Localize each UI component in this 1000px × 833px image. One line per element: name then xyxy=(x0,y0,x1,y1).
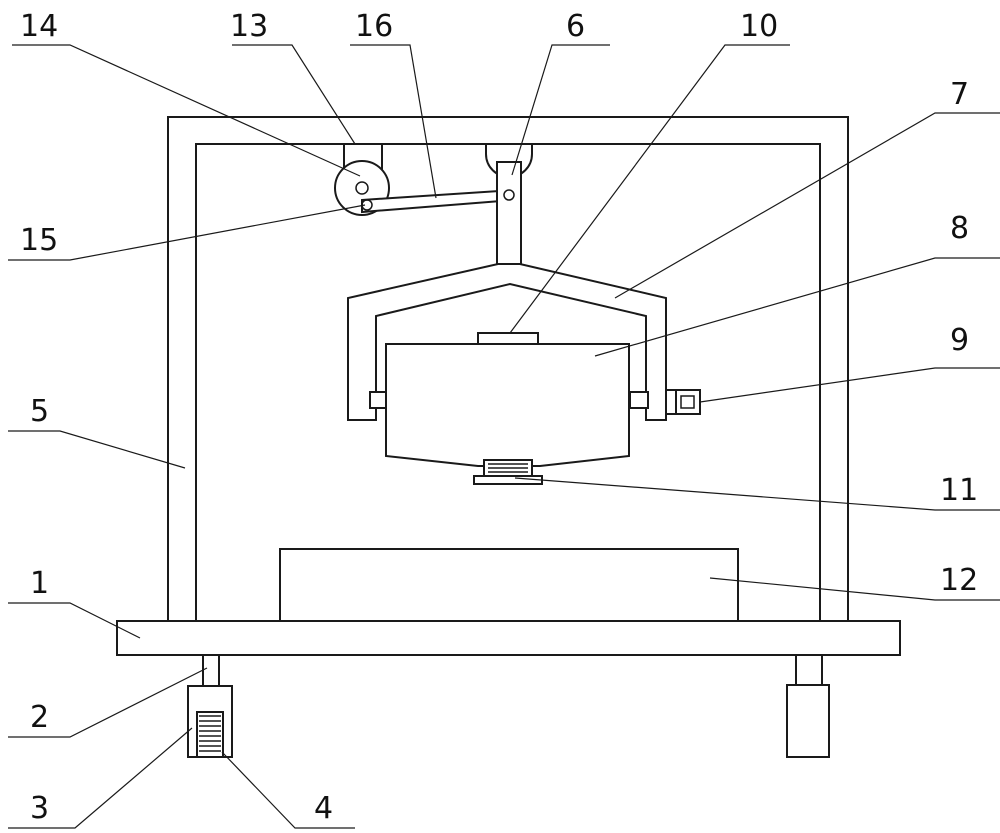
leader-3 xyxy=(8,727,193,829)
mixing-drum xyxy=(385,343,630,467)
label-6: 6 xyxy=(566,9,585,44)
wheel-axle xyxy=(355,181,369,195)
label-2: 2 xyxy=(30,700,49,735)
leader-7 xyxy=(614,112,1000,299)
label-9: 9 xyxy=(950,323,969,358)
label-1: 1 xyxy=(30,566,49,601)
leader-15 xyxy=(8,204,366,261)
label-3: 3 xyxy=(30,791,49,826)
label-12: 12 xyxy=(940,563,978,598)
label-16: 16 xyxy=(355,9,393,44)
label-4: 4 xyxy=(314,791,333,826)
leader-11 xyxy=(514,477,1000,511)
support-rod-right xyxy=(795,654,823,686)
leader-12 xyxy=(709,577,1000,601)
spring-housing xyxy=(196,711,224,758)
leader-1 xyxy=(8,602,141,639)
side-motor xyxy=(675,389,701,415)
label-8: 8 xyxy=(950,211,969,246)
rod-pivot-pin xyxy=(503,189,515,201)
hanger-rod xyxy=(496,161,522,267)
label-7: 7 xyxy=(950,77,969,112)
motor-coupling xyxy=(665,389,677,415)
outlet-mesh xyxy=(488,463,528,473)
leader-5 xyxy=(8,430,186,469)
leader-4 xyxy=(221,751,355,829)
support-foot-right xyxy=(786,684,830,758)
leader-13 xyxy=(232,44,356,145)
support-rod-left xyxy=(202,654,220,688)
top-lid xyxy=(477,332,539,345)
outlet-flange xyxy=(473,475,543,485)
collection-box xyxy=(279,548,739,622)
label-15: 15 xyxy=(20,223,58,258)
leader-9 xyxy=(699,367,1000,403)
base-plate xyxy=(116,620,901,656)
motor-detail xyxy=(680,395,695,409)
spring-coils xyxy=(199,715,221,752)
leader-2 xyxy=(8,667,208,738)
swing-arm xyxy=(347,263,667,421)
shaft-right xyxy=(629,391,649,409)
leader-10 xyxy=(509,44,790,334)
leader-16 xyxy=(350,44,437,199)
label-11: 11 xyxy=(940,473,978,508)
label-13: 13 xyxy=(230,9,268,44)
leader-14 xyxy=(12,44,361,177)
label-5: 5 xyxy=(30,394,49,429)
label-14: 14 xyxy=(20,9,58,44)
leader-6 xyxy=(511,44,610,176)
label-10: 10 xyxy=(740,9,778,44)
support-frame xyxy=(167,116,849,622)
leader-8 xyxy=(594,257,1000,357)
